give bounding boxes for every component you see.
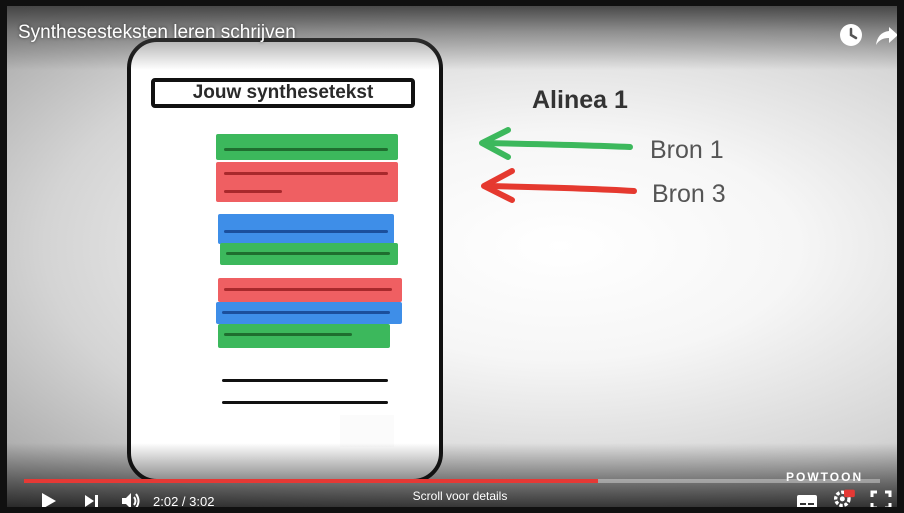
green-paragraph-block [216,134,398,160]
volume-icon[interactable] [120,491,144,511]
play-icon[interactable] [38,491,58,511]
top-overlay [0,0,904,70]
text-line [222,401,388,404]
red-paragraph-block [216,162,398,202]
clock-icon[interactable] [838,22,864,48]
blue-paragraph-block [218,214,394,244]
paragraph-line [226,252,390,255]
progress-bar[interactable] [24,479,880,483]
red-arrow-icon [481,168,637,203]
video-title[interactable]: Synthesesteksten leren schrijven [18,22,296,43]
document-title: Jouw synthesetekst [151,78,415,108]
scroll-hint[interactable]: Scroll voor details [412,489,508,503]
paragraph-line [224,190,282,193]
green-paragraph-block [218,324,390,348]
source-label: Bron 1 [650,136,724,164]
next-icon[interactable] [82,491,102,511]
text-line [222,379,388,382]
source-label: Bron 3 [652,180,726,208]
paragraph-heading: Alinea 1 [532,86,628,114]
powtoon-logo: POWTOON [786,470,864,484]
paragraph-line [224,230,388,233]
chevron-down-icon[interactable]: ⌄ [455,503,464,513]
progress-fill [24,479,598,483]
time-display: 2:02 / 3:02 [153,494,215,509]
green-arrow-icon [479,127,633,160]
fullscreen-icon[interactable] [870,490,892,510]
paragraph-line [222,311,390,314]
paragraph-line [224,172,388,175]
subtitles-icon[interactable] [796,492,818,512]
paragraph-line [224,288,392,291]
bottom-overlay [0,443,904,513]
share-icon[interactable] [874,22,900,48]
paragraph-line [224,333,352,336]
paragraph-line [224,148,388,151]
blank-block [340,415,394,447]
settings-icon[interactable] [830,488,858,508]
